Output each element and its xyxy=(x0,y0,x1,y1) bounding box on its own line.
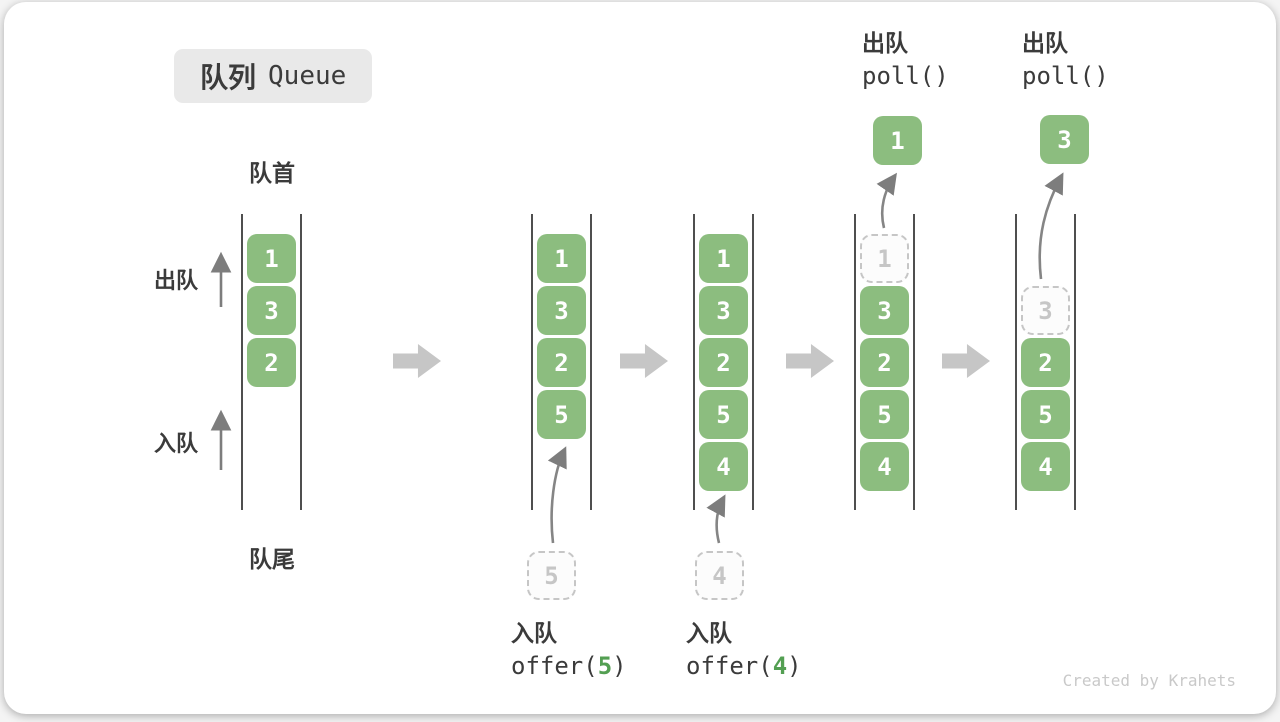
queue-cell: 2 xyxy=(247,338,296,387)
op-code-arg: 4 xyxy=(773,652,787,680)
pending-enqueue-cell: 4 xyxy=(695,551,744,600)
queue-cell: 2 xyxy=(537,338,586,387)
pending-enqueue-cell: 5 xyxy=(527,551,576,600)
title-badge: 队列 Queue xyxy=(174,49,372,103)
queue-cell: 3 xyxy=(699,286,748,335)
op-code: offer(5) xyxy=(511,650,627,683)
queue-cell: 5 xyxy=(860,390,909,439)
queue-cell: 5 xyxy=(699,390,748,439)
dequeued-result-cell: 1 xyxy=(873,116,922,165)
queue-cell: 1 xyxy=(537,234,586,283)
op-label-poll1: 出队 poll() xyxy=(862,27,949,93)
title-en: Queue xyxy=(268,61,346,91)
watermark: Created by Krahets xyxy=(1063,671,1236,690)
queue-cell: 2 xyxy=(860,338,909,387)
op-action: 出队 xyxy=(1022,27,1109,60)
op-action: 出队 xyxy=(862,27,949,60)
op-label-offer4: 入队 offer(4) xyxy=(686,617,802,683)
queue-rear-label: 队尾 xyxy=(242,540,302,574)
queue-cell: 1 xyxy=(247,234,296,283)
op-code-arg: 5 xyxy=(598,652,612,680)
flow-arrow-4 xyxy=(942,344,990,378)
diagram-card: 队列 Queue 队首 队尾 出队 入队 1 3 2 1 3 2 5 5 入队 … xyxy=(4,2,1276,714)
op-label-offer5: 入队 offer(5) xyxy=(511,617,627,683)
flow-arrow-1 xyxy=(393,344,441,378)
op-label-poll3: 出队 poll() xyxy=(1022,27,1109,93)
queue-cell: 4 xyxy=(699,442,748,491)
op-action: 入队 xyxy=(686,617,802,650)
removed-queue-cell: 1 xyxy=(860,234,909,283)
queue-cell: 4 xyxy=(1021,442,1070,491)
op-code: poll() xyxy=(862,60,949,93)
op-code: poll() xyxy=(1022,60,1109,93)
queue-cell: 5 xyxy=(537,390,586,439)
enqueue-side-label: 入队 xyxy=(154,426,198,458)
dequeue-side-label: 出队 xyxy=(154,263,198,295)
flow-arrow-3 xyxy=(786,344,834,378)
op-code: offer(4) xyxy=(686,650,802,683)
queue-cell: 1 xyxy=(699,234,748,283)
queue-cell: 2 xyxy=(1021,338,1070,387)
queue-cell: 4 xyxy=(860,442,909,491)
title-zh: 队列 xyxy=(200,56,256,96)
queue-cell: 2 xyxy=(699,338,748,387)
queue-cell: 3 xyxy=(247,286,296,335)
queue-cell: 3 xyxy=(860,286,909,335)
queue-front-label: 队首 xyxy=(242,154,302,188)
flow-arrow-2 xyxy=(620,344,668,378)
queue-cell: 3 xyxy=(537,286,586,335)
queue-cell: 5 xyxy=(1021,390,1070,439)
removed-queue-cell: 3 xyxy=(1021,286,1070,335)
op-action: 入队 xyxy=(511,617,627,650)
dequeued-result-cell: 3 xyxy=(1040,115,1089,164)
